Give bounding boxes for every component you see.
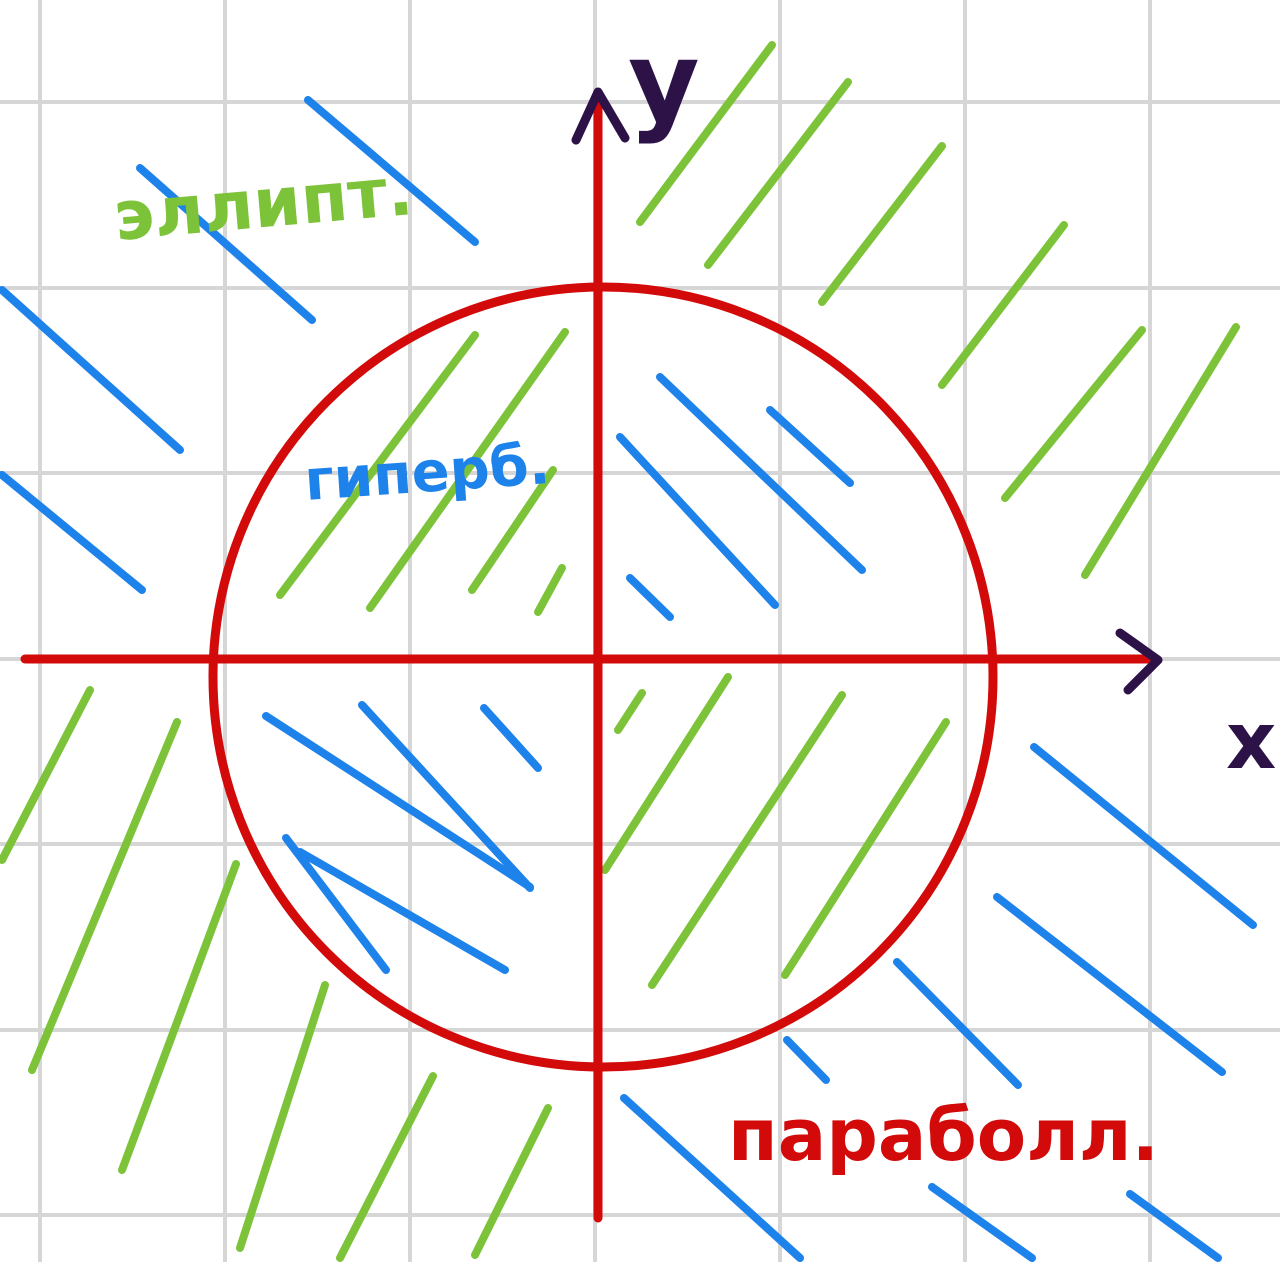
hatch-stroke — [938, 221, 1068, 389]
hatch-stroke — [0, 286, 184, 454]
hatch-stroke — [236, 981, 329, 1252]
hyperbolic-hatching — [0, 96, 1257, 1262]
hatch-stroke — [656, 373, 866, 574]
hatch-stroke — [1126, 1190, 1222, 1262]
hatch-stroke — [648, 691, 846, 989]
hatch-stroke — [993, 893, 1226, 1076]
hatch-stroke — [480, 704, 542, 772]
hatch-stroke — [928, 1183, 1036, 1262]
elliptic-label: эллипт. — [111, 152, 417, 257]
hatch-stroke — [620, 1094, 804, 1262]
hatch-stroke — [262, 712, 534, 891]
hatch-stroke — [296, 848, 509, 974]
hatch-stroke — [614, 689, 646, 734]
hatch-stroke — [471, 1104, 552, 1259]
x-axis-arrow — [1115, 628, 1163, 695]
hyperbolic-label: гиперб. — [302, 432, 552, 514]
hatch-stroke — [118, 860, 240, 1174]
hatch-stroke — [626, 574, 674, 621]
parabolic-label: параболл. — [728, 1093, 1159, 1177]
hatch-stroke — [601, 673, 732, 874]
hatch-stroke — [781, 718, 950, 979]
y-axis-label: y — [628, 18, 700, 146]
hatch-stroke — [336, 1072, 437, 1262]
hatch-stroke — [28, 718, 181, 1074]
hatch-stroke — [304, 96, 479, 246]
y-axis-arrow — [571, 87, 630, 145]
hatch-stroke — [1030, 743, 1257, 929]
unit-circle — [208, 282, 998, 1072]
hatch-stroke — [766, 406, 854, 487]
elliptic-hatching — [0, 41, 1240, 1262]
hatch-stroke — [366, 328, 569, 612]
hatch-stroke — [818, 142, 946, 306]
hatch-stroke — [276, 331, 479, 599]
hatch-stroke — [704, 78, 852, 269]
hatch-stroke — [468, 466, 557, 594]
hatch-stroke — [616, 433, 779, 609]
hatch-stroke — [136, 164, 316, 324]
hatch-stroke — [358, 701, 534, 892]
hatch-stroke — [1081, 323, 1240, 579]
hatch-stroke — [0, 686, 94, 864]
hatch-stroke — [783, 1036, 830, 1084]
hatch-stroke — [1001, 326, 1146, 502]
hatch-stroke — [282, 834, 390, 974]
x-axis-label: x — [1226, 697, 1276, 787]
hatch-stroke — [0, 471, 146, 594]
hatch-stroke — [893, 958, 1022, 1089]
hatch-stroke — [636, 41, 776, 226]
hatch-stroke — [534, 564, 566, 616]
